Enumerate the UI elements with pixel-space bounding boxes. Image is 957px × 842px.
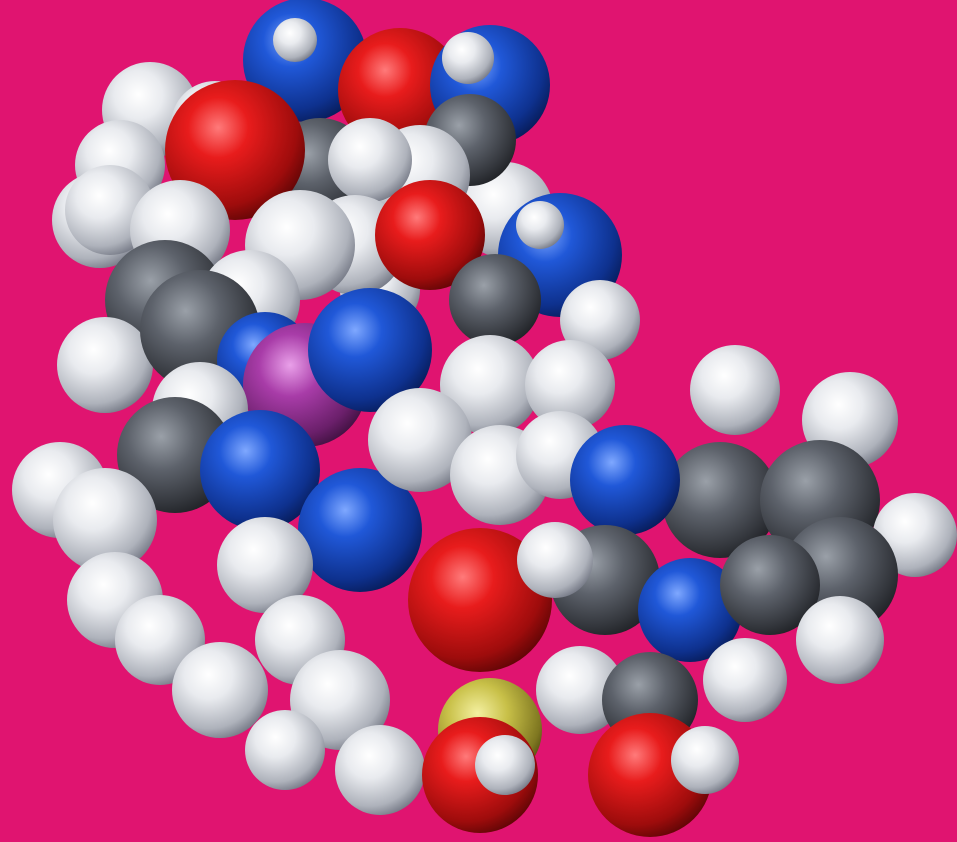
hydrogen-atom [57,317,153,413]
nitrogen-atom [243,0,367,122]
nitrogen-atom [638,558,742,662]
hydrogen-atom [517,522,593,598]
hydrogen-atom [525,340,615,430]
carbon-atom [449,254,541,346]
hydrogen-atom [172,642,268,738]
hydrogen-atom [516,201,564,249]
hydrogen-atom [245,710,325,790]
carbon-atom [662,442,778,558]
nitrogen-atom [570,425,680,535]
hydrogen-atom [671,726,739,794]
hydrogen-atom [690,345,780,435]
hydrogen-atom [440,335,540,435]
hydrogen-atom [368,388,472,492]
hydrogen-atom [217,517,313,613]
hydrogen-atom [475,735,535,795]
nitrogen-atom [308,288,432,412]
hydrogen-atom [442,32,494,84]
carbon-atom [720,535,820,635]
atom-spheres [12,0,957,837]
hydrogen-atom [335,725,425,815]
hydrogen-atom [536,646,624,734]
hydrogen-atom [560,280,640,360]
oxygen-atom [408,528,552,672]
nitrogen-atom [298,468,422,592]
hydrogen-atom [703,638,787,722]
oxygen-atom [375,180,485,290]
hydrogen-atom [273,18,317,62]
hydrogen-atom [53,468,157,572]
hydrogen-atom [328,118,412,202]
hydrogen-atom [796,596,884,684]
nitrogen-atom [200,410,320,530]
